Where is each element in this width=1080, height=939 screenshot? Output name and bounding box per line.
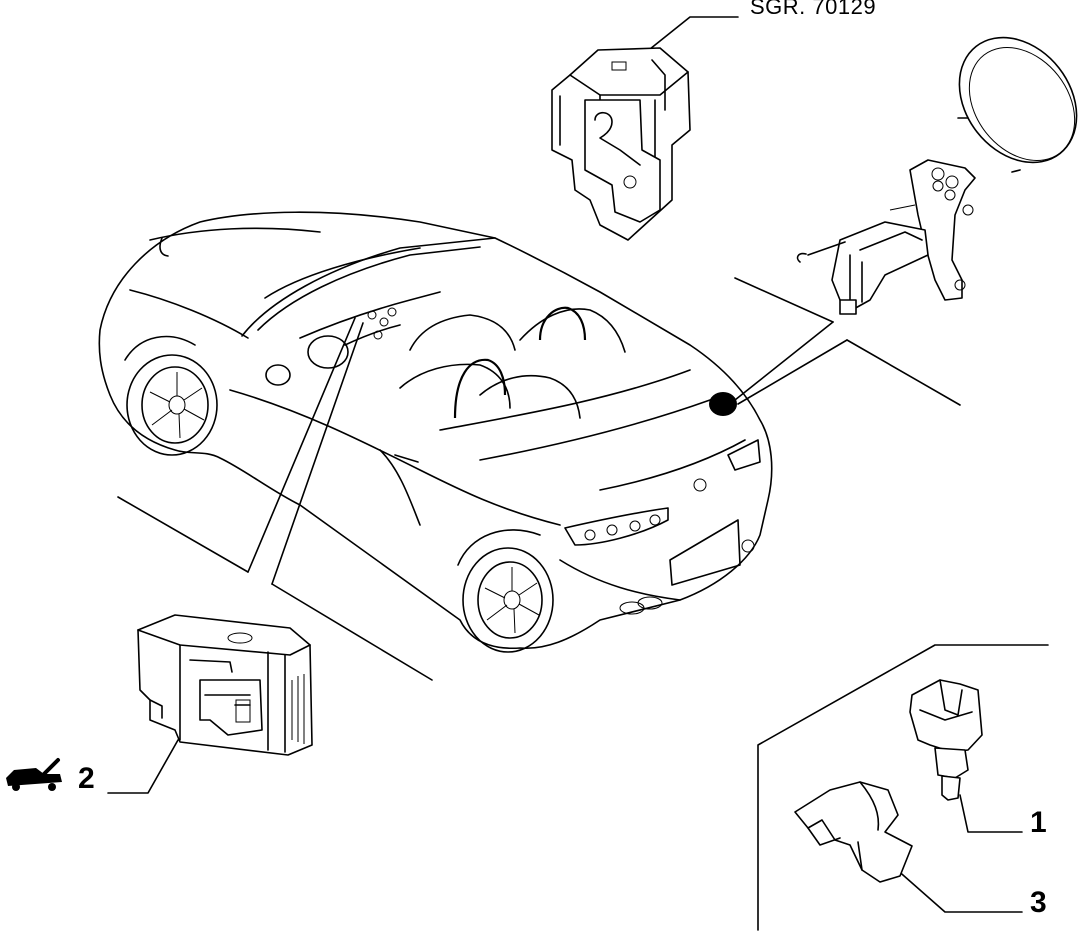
lock-location-marker [709, 392, 737, 416]
lock-mechanism-part [551, 47, 691, 241]
callout-3: 3 [1030, 886, 1047, 919]
actuator-bracket-part [796, 159, 976, 315]
callout-1: 1 [1030, 806, 1047, 839]
round-cover-part [957, 36, 1078, 173]
part-1-clip [909, 679, 983, 801]
reference-label: SGR. 70129 [750, 0, 877, 19]
part-3-spring-clip [794, 781, 913, 883]
car-trunk-open-icon [6, 758, 62, 791]
leader-lines [107, 16, 1049, 931]
callout-2: 2 [78, 762, 95, 795]
part-2-lock-unit [137, 614, 313, 756]
car-outline [98, 211, 773, 653]
